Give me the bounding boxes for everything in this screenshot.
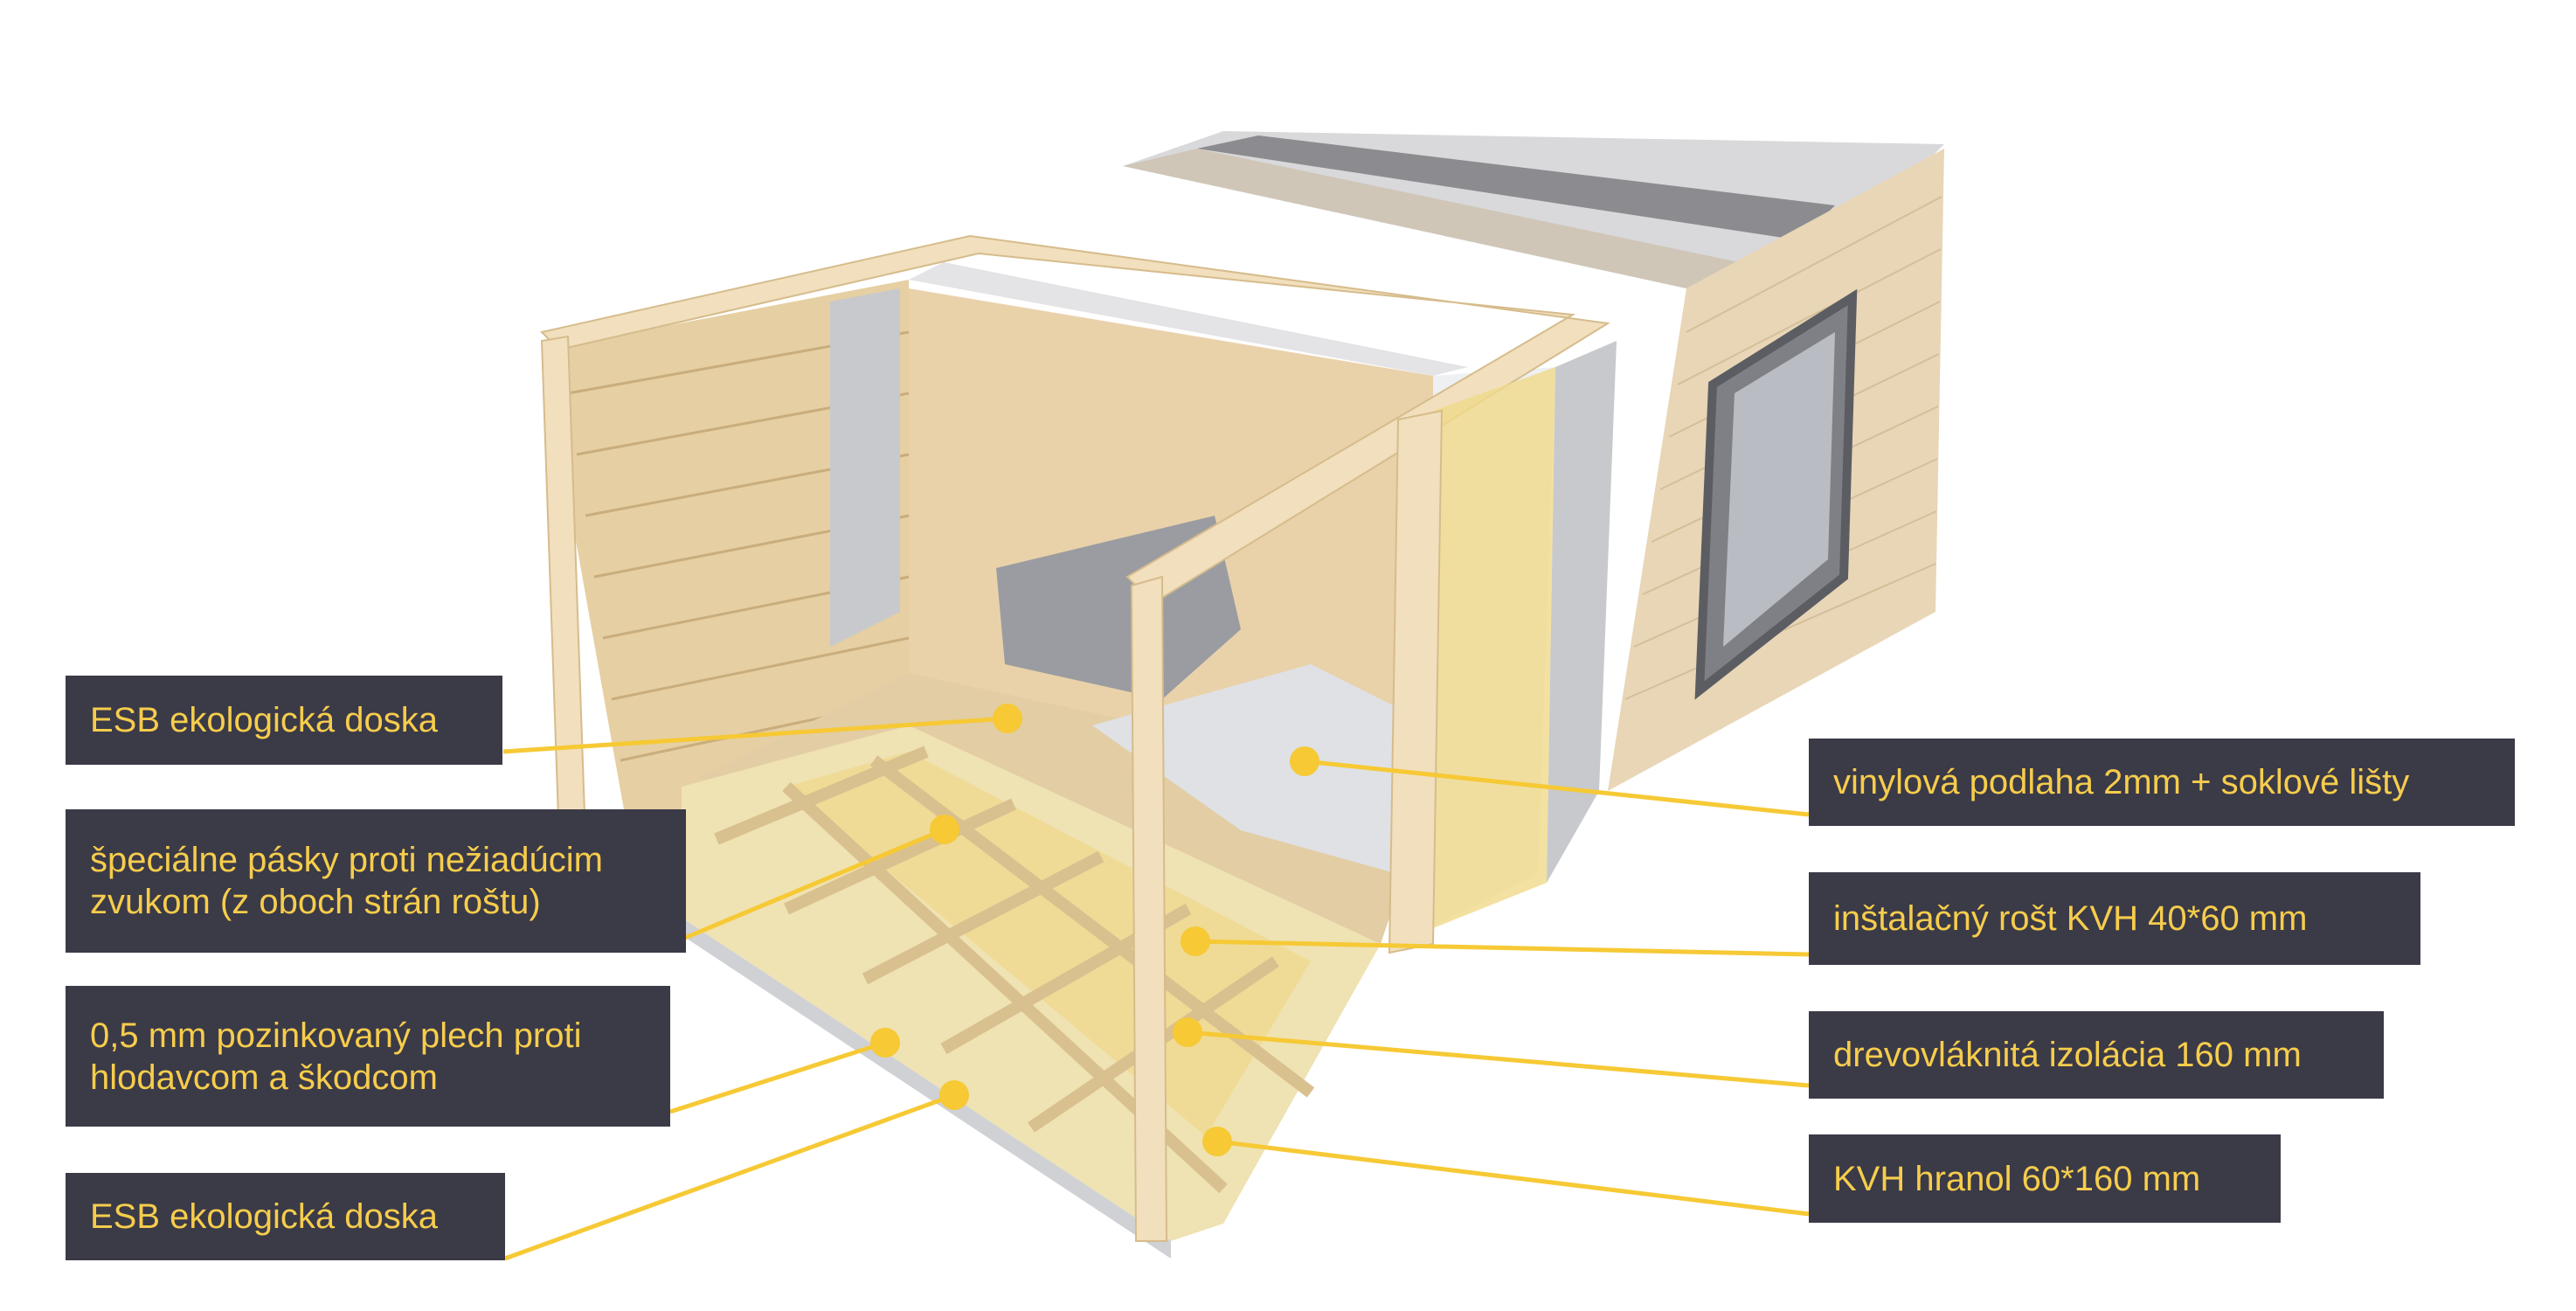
leader-dot (870, 1028, 900, 1058)
leader-line (1216, 1139, 1810, 1217)
right-wall-post (1388, 409, 1444, 954)
label-text: inštalačný rošt KVH 40*60 mm (1833, 899, 2308, 938)
label-galvanized-sheet: 0,5 mm pozinkovaný plech proti hlodavcom… (66, 986, 670, 1127)
leader-dot (993, 704, 1022, 733)
leader-dot (1290, 746, 1319, 776)
leader-line (684, 827, 945, 940)
label-text: ESB ekologická doska (90, 1197, 439, 1236)
leader-line (1304, 759, 1810, 817)
leader-dot (1181, 926, 1210, 956)
front-post (1130, 575, 1168, 1242)
right-wall-insulation (1416, 367, 1555, 935)
window-glass (1723, 332, 1835, 647)
leader-lines (502, 704, 1810, 1261)
right-wall-membrane (1547, 341, 1617, 883)
top-frame-beam (540, 234, 1610, 605)
label-wood-fiber-insulation: drevovláknitá izolácia 160 mm (1809, 1011, 2384, 1099)
label-text: KVH hranol 60*160 mm (1833, 1159, 2201, 1198)
label-vinyl-floor: vinylová podlaha 2mm + soklové lišty (1809, 739, 2515, 826)
leader-line (1187, 1030, 1810, 1088)
floor-sheet-metal (682, 918, 1171, 1259)
vinyl-floor (1092, 664, 1433, 874)
label-text: 0,5 mm pozinkovaný plech proti hlodavcom… (90, 1016, 582, 1097)
left-wall-membrane (830, 288, 900, 647)
label-installation-grid: inštalačný rošt KVH 40*60 mm (1809, 872, 2420, 965)
label-text: ESB ekologická doska (90, 701, 439, 739)
ceiling (909, 262, 1468, 376)
leader-line (504, 1092, 955, 1261)
leader-line (502, 716, 1008, 754)
roof-shingles (1123, 149, 1739, 288)
label-esb-board-floor: ESB ekologická doska (66, 1173, 505, 1260)
label-text: drevovláknitá izolácia 160 mm (1833, 1036, 2302, 1074)
leader-dot (1202, 1127, 1232, 1156)
leader-line (1195, 939, 1810, 957)
leader-dot (930, 815, 959, 844)
roof-gray-layer (1123, 131, 1944, 288)
label-text: špeciálne pásky proti nežiadúcim zvukom … (90, 841, 603, 921)
leader-dot (1173, 1017, 1202, 1047)
label-soundproof-tapes: špeciálne pásky proti nežiadúcim zvukom … (66, 809, 686, 953)
label-esb-board-wall: ESB ekologická doska (66, 676, 502, 765)
leader-line (669, 1040, 886, 1114)
roof-dark-strip (1197, 135, 1835, 240)
label-kvh-beam: KVH hranol 60*160 mm (1809, 1134, 2281, 1223)
label-text: vinylová podlaha 2mm + soklové lišty (1833, 763, 2410, 801)
leader-dot (939, 1080, 969, 1110)
